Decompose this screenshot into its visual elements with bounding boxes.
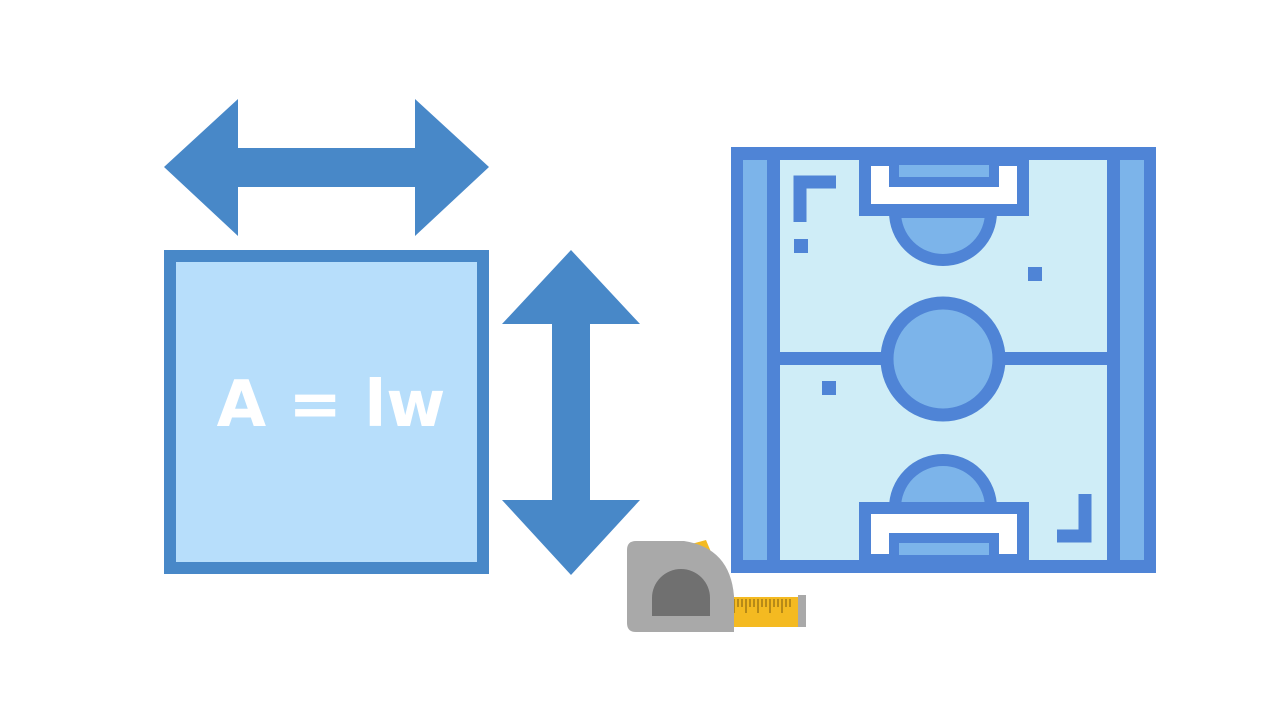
top-penalty-arc [888,206,998,266]
tape-blade-tip [798,595,806,627]
horizontal-double-arrow-icon [164,99,489,236]
rectangle-body [164,250,489,574]
vertical-arrow-shape [502,250,640,575]
area-formula: A = lw [217,368,446,442]
horizontal-arrow-shape [164,99,489,236]
bottom-penalty-arc [888,454,998,514]
marker-square [794,239,808,253]
center-circle [880,296,1006,422]
marker-square [822,381,836,395]
top-goal [889,155,999,187]
tape-window [652,569,710,616]
marker-square [1028,267,1042,281]
field-left-sideline [743,160,767,560]
corner-mark-top-left [793,175,836,222]
tape-measure-icon [627,540,806,632]
soccer-field-icon [731,147,1156,573]
rectangle-area-shape: A = lw [164,250,489,574]
field-right-sideline [1120,160,1144,560]
bottom-goal [889,533,999,565]
vertical-double-arrow-icon [502,250,640,575]
corner-mark-bottom-right [1057,494,1092,543]
